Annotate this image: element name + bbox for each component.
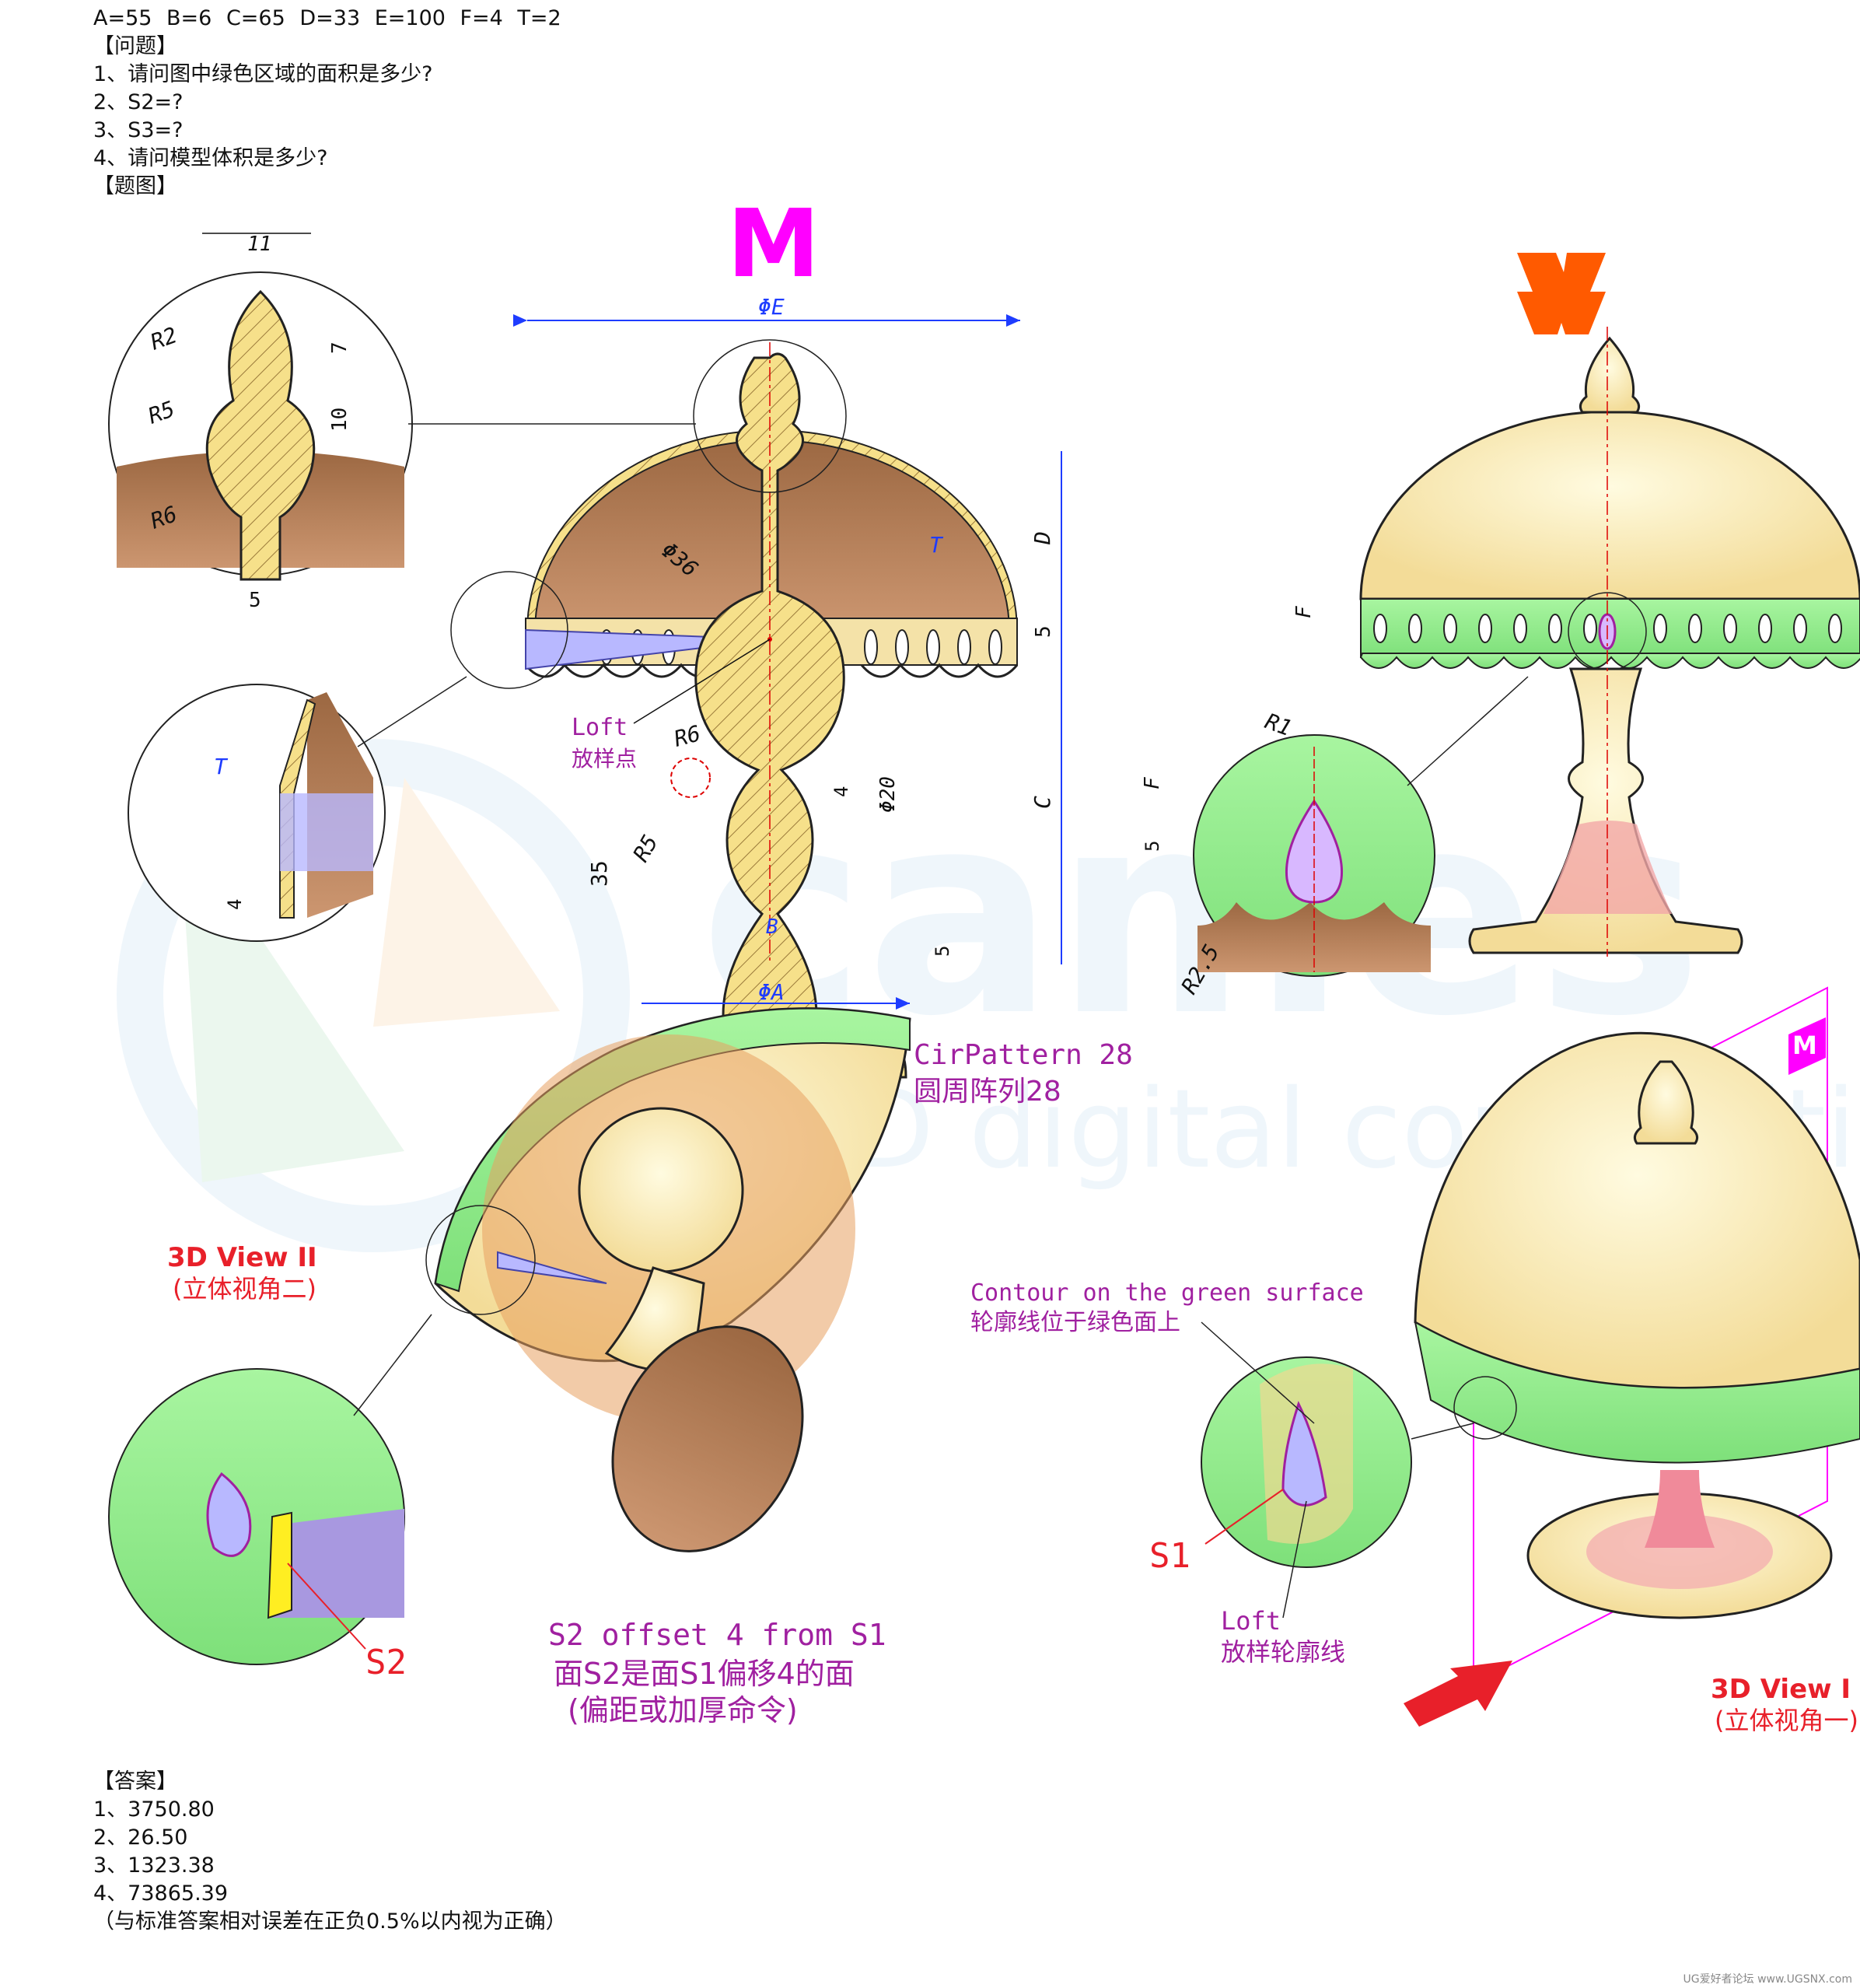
dim-7: 7 — [328, 341, 351, 354]
view-m-mark: M — [1792, 1031, 1817, 1060]
dim-phiE: ΦE — [758, 294, 785, 320]
question-2: 2、S2=? — [93, 90, 184, 114]
s2-offset-cn2: (偏距或加厚命令) — [568, 1693, 798, 1727]
dim-r1: R1 — [1262, 709, 1295, 742]
view-x-label-text: X — [1566, 0, 1567, 2]
dim-5-detail: 5 — [1142, 841, 1163, 852]
detail-circle-top — [693, 339, 847, 493]
contour-cn: 轮廓线位于绿色面上 — [970, 1309, 1180, 1336]
question-1: 1、请问图中绿色区域的面积是多少? — [93, 62, 433, 86]
detail-finial: 11 7 10 R2 R5 R6 5 — [108, 233, 696, 612]
question-4: 4、请问模型体积是多少? — [93, 146, 328, 170]
detail-s1 — [1201, 1321, 1474, 1619]
detail-teardrop-x: R1 F 5 R2.5 — [1141, 676, 1529, 999]
view-2-iso: CirPattern 28 圆周阵列28 3D View II (立体视角二) — [167, 1007, 1133, 1552]
dome-x — [1359, 410, 1860, 600]
footer-watermark: UG爱好者论坛 www.UGSNX.com — [1683, 1973, 1852, 1986]
answer-3: 3、1323.38 — [93, 1853, 215, 1878]
stand-x — [1468, 667, 1743, 954]
loft-label-en: Loft — [572, 714, 628, 741]
answer-heading: 【答案】 — [93, 1769, 177, 1794]
s1-label: S1 — [1149, 1536, 1190, 1576]
dim-t: T — [929, 532, 944, 558]
dim-11: 11 — [247, 233, 271, 256]
view-x-label — [1517, 253, 1606, 334]
detail-s2: S2 — [108, 1314, 432, 1682]
view-m-label: M — [727, 191, 820, 299]
dim-t-detail: T — [214, 754, 229, 779]
dim-r5: R5 — [628, 831, 663, 866]
dim-c: C — [1030, 796, 1055, 809]
dim-b: B — [766, 915, 778, 939]
loft-label-cn: 放样点 — [572, 746, 637, 772]
cirpattern-cn: 圆周阵列28 — [914, 1076, 1061, 1108]
dim-four: 4 — [830, 786, 852, 797]
view1-en: 3D View I — [1711, 1674, 1851, 1705]
dim-d: D — [1030, 531, 1055, 545]
scallop-edge — [524, 663, 1019, 678]
loft-contour-en: Loft — [1221, 1606, 1281, 1636]
dim-35: 35 — [586, 860, 612, 887]
detail-thickness: T 4 — [128, 676, 467, 942]
tolerance-note: （与标准答案相对误差在正负0.5%以内视为正确） — [93, 1909, 567, 1934]
r5-circle — [670, 758, 711, 798]
loft-leader — [633, 639, 771, 724]
dim-r6: R6 — [671, 720, 703, 752]
dim-10: 10 — [328, 408, 351, 432]
dim-five-base: 5 — [932, 946, 953, 957]
answer-2: 2、26.50 — [93, 1825, 188, 1850]
answer-4: 4、73865.39 — [93, 1881, 229, 1906]
view-1-iso: M 3D View I (立体视角一) — [1404, 986, 1860, 1735]
answer-1: 1、3750.80 — [93, 1797, 215, 1822]
dim-f-x: F — [1292, 605, 1316, 618]
s2-offset-en: S2 offset 4 from S1 — [548, 1618, 886, 1652]
view2-cn: (立体视角二) — [173, 1274, 316, 1304]
s2-label: S2 — [365, 1643, 407, 1682]
view1-cn: (立体视角一) — [1715, 1706, 1858, 1735]
question-3: 3、S3=? — [93, 118, 184, 142]
teardrops-x — [1373, 614, 1842, 643]
section-view-m: M ΦE ΦA D C 5 T Φ36 Φ20 — [450, 191, 1062, 1079]
s2-offset-cn1: 面S2是面S1偏移4的面 — [554, 1657, 855, 1691]
front-view-x: X F — [1292, 0, 1860, 957]
parameters-line: A=55 B=6 C=65 D=33 E=100 F=4 T=2 — [93, 6, 561, 30]
question-heading: 【问题】 — [93, 34, 177, 58]
cirpattern-en: CirPattern 28 — [914, 1039, 1133, 1071]
scallop-x — [1359, 653, 1860, 669]
dim-f-detail: F — [1141, 776, 1164, 789]
contour-en: Contour on the green surface — [970, 1279, 1364, 1307]
view2-en: 3D View II — [167, 1242, 317, 1273]
dim-5-finial: 5 — [249, 589, 261, 612]
dim-phiA: ΦA — [758, 979, 785, 1005]
figure-heading: 【题图】 — [93, 174, 177, 198]
dim-4-detail: 4 — [224, 899, 246, 910]
detail-circle-left — [450, 571, 568, 689]
finial-x — [1579, 336, 1641, 414]
dim-phi20: Φ20 — [876, 776, 900, 813]
dim-five-right: 5 — [1032, 625, 1055, 638]
loft-contour-cn: 放样轮廓线 — [1221, 1637, 1345, 1667]
